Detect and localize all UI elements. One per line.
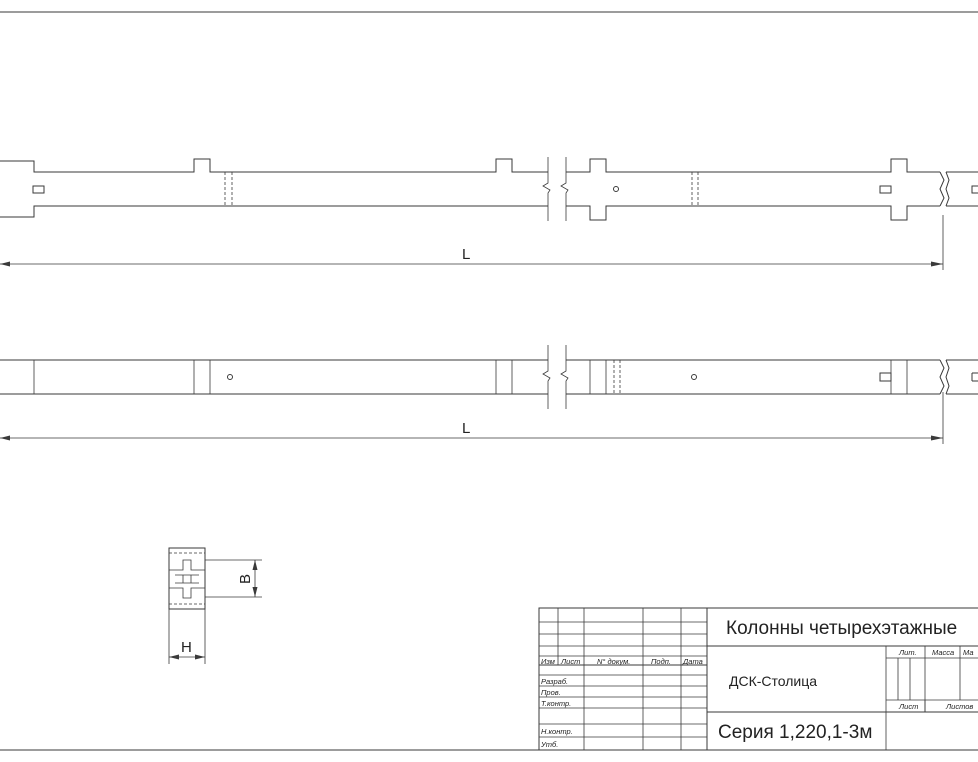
section-depth-label: H xyxy=(181,639,192,656)
tb-stage-sheets: Листов xyxy=(945,702,973,711)
tb-stage-scale: Ма xyxy=(963,648,974,657)
tb-role-norm-control: Н.контр. xyxy=(541,727,573,736)
tb-series: Серия 1,220,1-3м xyxy=(718,722,872,743)
tb-header-sign: Подп. xyxy=(651,657,671,666)
tb-role-developed: Разраб. xyxy=(541,677,568,686)
drawing-frame xyxy=(0,11,978,751)
tb-header-date: Дата xyxy=(682,657,703,666)
column-plan-view xyxy=(0,345,978,409)
column-cross-section: B H xyxy=(168,547,262,664)
plan-length-dimension: L xyxy=(0,392,944,444)
tb-stage-sheet: Лист xyxy=(898,702,918,711)
tb-role-checked: Пров. xyxy=(541,688,561,697)
elevation-length-dimension: L xyxy=(0,215,944,270)
section-width-label: B xyxy=(237,574,254,584)
plan-length-label: L xyxy=(462,420,470,437)
column-elevation-view xyxy=(0,157,978,221)
tb-header-doc: N° докум. xyxy=(597,657,630,666)
tb-organization: ДСК-Столица xyxy=(729,673,817,689)
title-block: Изм Лист N° докум. Подп. Дата Разраб. Пр… xyxy=(538,607,978,751)
tb-header-list: Лист xyxy=(560,657,580,666)
tb-stage-lit: Лит. xyxy=(898,648,917,657)
tb-role-tech-control: Т.контр. xyxy=(541,699,571,708)
tb-role-approved: Утб. xyxy=(540,740,558,749)
tb-header-izm: Изм xyxy=(541,657,555,666)
elevation-length-label: L xyxy=(462,246,470,263)
tb-stage-mass: Масса xyxy=(932,648,954,657)
tb-title: Колонны четырехэтажные xyxy=(726,618,957,639)
